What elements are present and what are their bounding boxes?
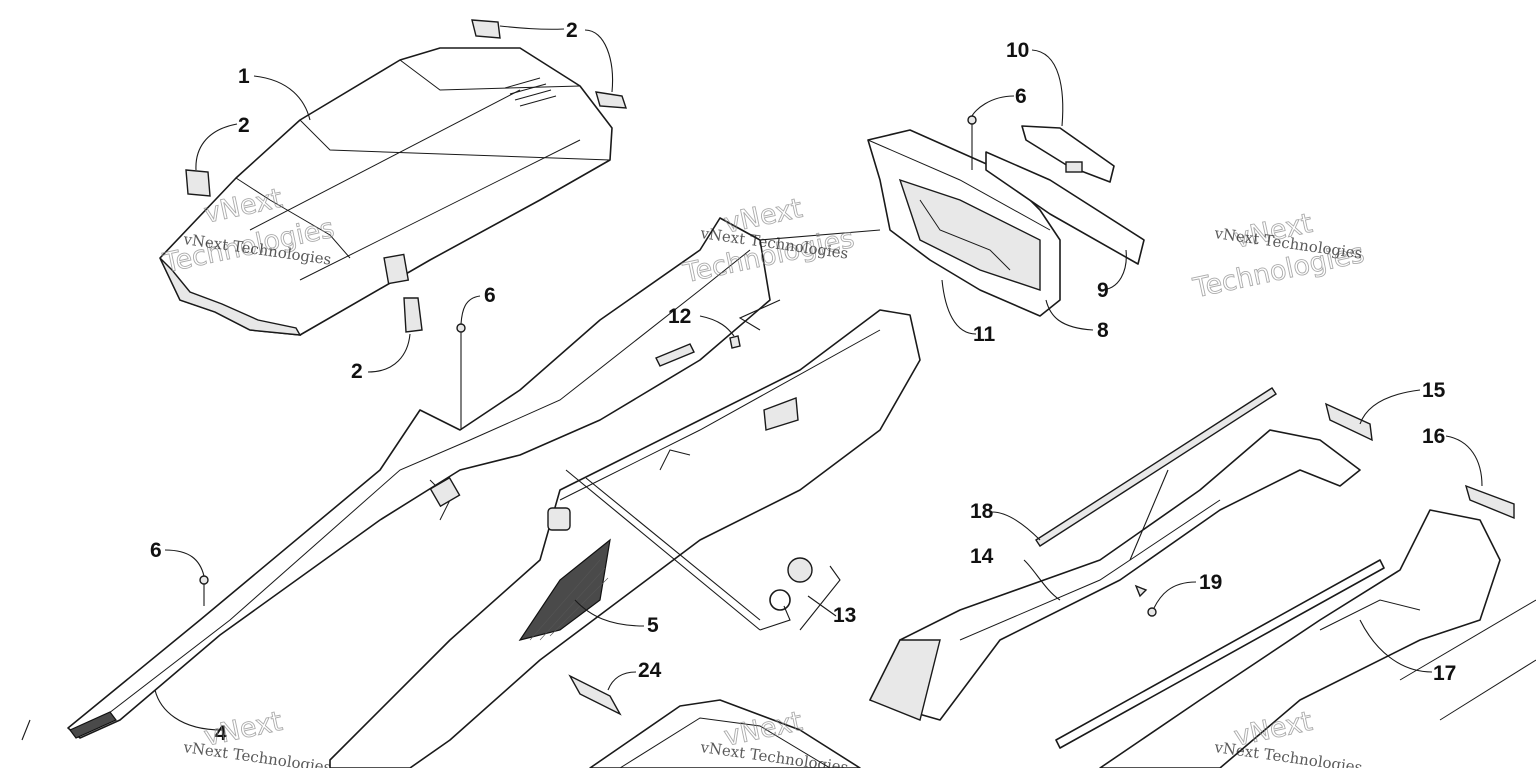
callout-16: 16 [1422, 425, 1445, 448]
callout-12: 12 [668, 305, 691, 328]
callout-1: 1 [238, 65, 250, 88]
part-14-handle-rail [869, 429, 1361, 721]
watermark-company: vNext Technologies [1212, 738, 1363, 768]
callout-11: 11 [973, 323, 996, 346]
part-16-decal [1464, 484, 1515, 520]
part-13-grommet [769, 557, 813, 611]
part-9-plate [985, 151, 1145, 265]
callout-17: 17 [1433, 662, 1456, 685]
part-6-screw-center [456, 323, 466, 333]
callout-6-left: 6 [150, 539, 162, 562]
part-10-reflector [1021, 125, 1115, 183]
callout-9: 9 [1097, 279, 1109, 302]
part-1-seat-cover [159, 47, 613, 336]
part-2-clip-right [595, 91, 627, 109]
callout-5: 5 [647, 614, 659, 637]
callout-14: 14 [970, 545, 994, 568]
callout-2-top: 2 [566, 19, 578, 42]
callout-2-bottom: 2 [351, 360, 363, 383]
part-17-rear-panel [1055, 509, 1536, 768]
part-8-rear-bracket [867, 129, 1061, 317]
bottom-panel [589, 699, 861, 768]
part-15-decal [1324, 402, 1373, 442]
part-5-right-side-panel [329, 309, 921, 768]
part-12-fastener [655, 335, 741, 367]
callout-6-top: 6 [1015, 85, 1027, 108]
part-4-left-side-panel [67, 217, 771, 739]
callout-15: 15 [1422, 379, 1446, 402]
callout-19: 19 [1199, 571, 1222, 594]
vent-grille [504, 77, 557, 107]
part-24-decal [568, 674, 622, 716]
watermark-company: vNext Technologies [181, 738, 332, 768]
callout-24: 24 [638, 659, 662, 682]
panel-texture [529, 559, 609, 641]
callout-4: 4 [215, 722, 227, 745]
callout-2-left: 2 [238, 114, 250, 137]
callout-labels: 1 2 2 2 4 5 6 6 6 8 9 10 11 12 13 14 15 … [150, 19, 1456, 745]
leader-lines [21, 25, 1483, 741]
callout-10: 10 [1006, 39, 1029, 62]
part-2-clip-top [471, 19, 501, 39]
part-6-screw-top [967, 115, 977, 125]
callout-18: 18 [970, 500, 994, 523]
part-2-clip-bottom [403, 297, 423, 333]
part-19-bolt [1134, 584, 1157, 617]
callout-6-center: 6 [484, 284, 496, 307]
part-2-clip-left [185, 169, 211, 197]
part-18-strip [1035, 387, 1277, 547]
part-6-screw-left [199, 575, 209, 585]
callout-13: 13 [833, 604, 856, 627]
callout-8: 8 [1097, 319, 1109, 342]
